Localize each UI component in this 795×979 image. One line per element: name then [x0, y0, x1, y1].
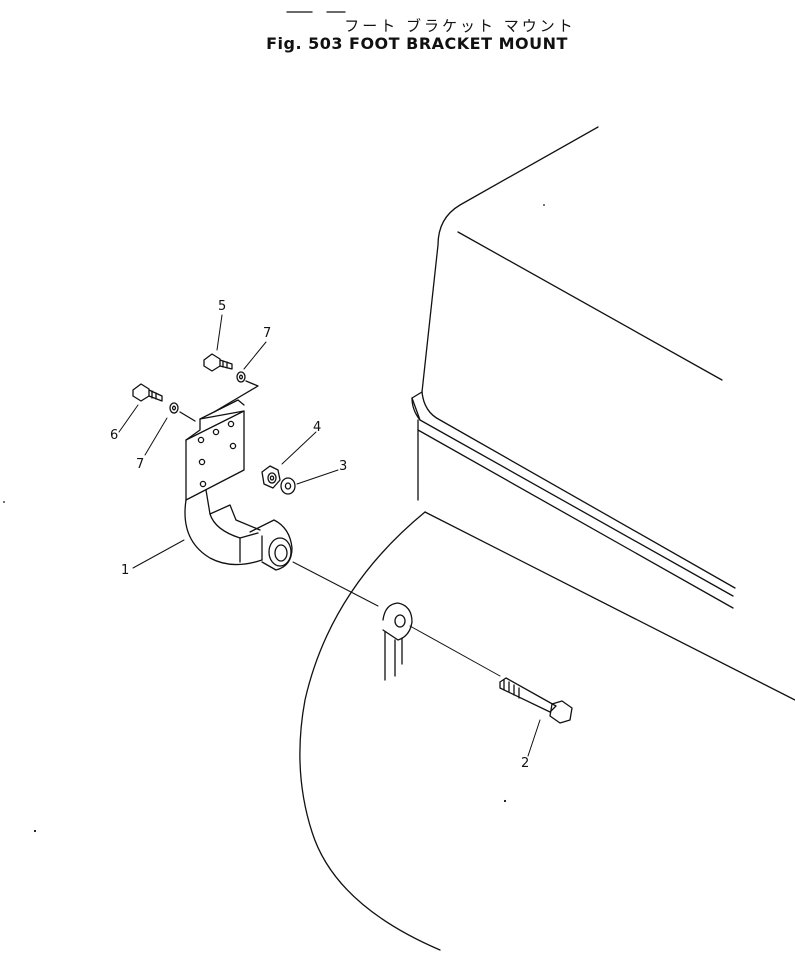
title-japanese: フート ブラケット マウント — [344, 17, 576, 35]
callout-2: 2 — [521, 756, 530, 771]
foot-bracket — [184, 399, 293, 571]
callout-leaders — [118, 314, 541, 757]
callout-7-top: 7 — [263, 326, 272, 341]
pin-axis-line — [292, 561, 501, 677]
callout-4: 4 — [313, 420, 322, 435]
mounting-lug — [382, 602, 413, 681]
washer-7-top — [236, 371, 246, 383]
callout-1: 1 — [121, 563, 130, 578]
title-english: FOOT BRACKET MOUNT — [349, 34, 568, 54]
callout-3: 3 — [339, 459, 348, 474]
assembly-leaders-upper — [179, 380, 259, 422]
callout-6: 6 — [110, 428, 119, 443]
bolt-5 — [203, 353, 233, 372]
machine-body — [299, 126, 795, 951]
bolt-6 — [132, 383, 163, 402]
fig-number: Fig. 503 — [266, 34, 344, 54]
bolt-2 — [499, 677, 573, 724]
callout-7-left: 7 — [136, 457, 145, 472]
washer-7-left — [169, 402, 179, 414]
scan-specks — [3, 204, 545, 833]
nut-4 — [261, 465, 281, 489]
callout-5: 5 — [218, 299, 227, 314]
washer-3 — [280, 477, 296, 495]
